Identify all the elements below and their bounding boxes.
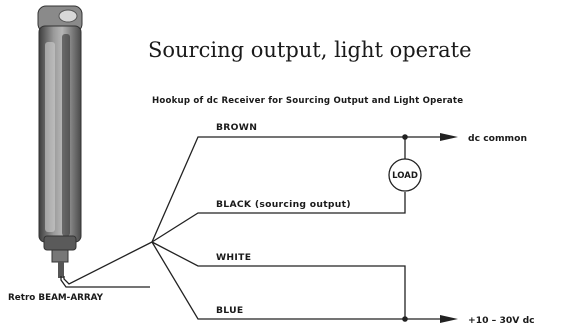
beam-array-device <box>37 5 83 278</box>
wire-black <box>151 192 406 243</box>
cable <box>60 276 150 288</box>
diagram-title: Sourcing output, light operate <box>148 38 472 62</box>
wire-label-black: BLACK (sourcing output) <box>216 199 351 210</box>
load-symbol <box>388 158 422 192</box>
wire-label-blue: BLUE <box>216 305 243 316</box>
wire-label-white: WHITE <box>216 252 251 263</box>
arrow-dc-common <box>440 133 458 141</box>
wire-label-brown: BROWN <box>216 122 257 133</box>
arrow-supply <box>440 315 458 323</box>
wire-blue <box>151 241 440 320</box>
terminal-supply: +10 – 30V dc <box>468 315 535 326</box>
load-label: LOAD <box>392 171 418 181</box>
terminal-dc-common: dc common <box>468 133 527 144</box>
diagram-subtitle: Hookup of dc Receiver for Sourcing Outpu… <box>152 96 463 106</box>
device-label: Retro BEAM-ARRAY <box>8 293 104 303</box>
wire-white <box>151 241 406 319</box>
wire-brown <box>151 136 440 243</box>
